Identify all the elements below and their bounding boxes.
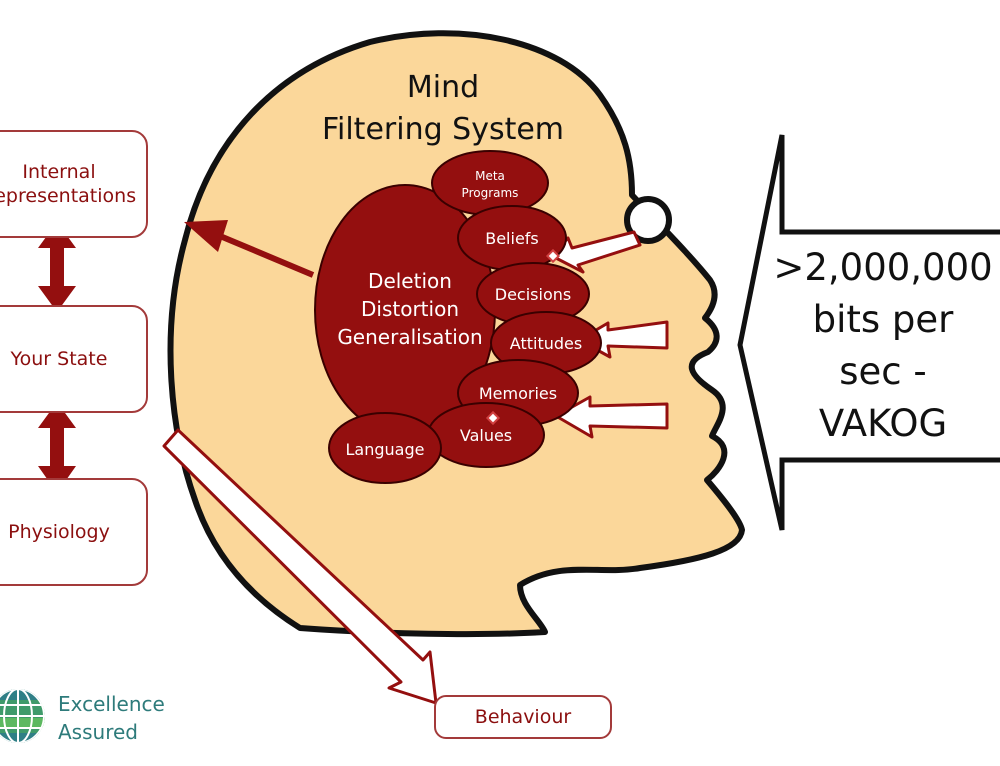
decisions-label: Decisions [495, 285, 571, 304]
diagram-title-line-1: Mind [407, 70, 479, 105]
physiology-box: Physiology [0, 478, 148, 586]
values-label: Values [460, 426, 512, 445]
logo-text-line-1: Excellence [58, 692, 165, 716]
input-stat-line-3: sec - [839, 350, 927, 393]
double-arrow-upper [38, 222, 76, 312]
input-stat-line-4: VAKOG [819, 402, 947, 445]
attitudes-label: Attitudes [510, 334, 582, 353]
behaviour-arrow [162, 428, 438, 705]
beliefs-marker [545, 248, 561, 264]
behaviour-box: Behaviour [434, 695, 612, 739]
your-state-label: Your State [10, 348, 108, 370]
filter-core-label-3: Generalisation [337, 325, 482, 349]
input-stat-line-1: >2,000,000 [773, 246, 992, 289]
logo-text: Excellence Assured [58, 690, 165, 746]
beliefs-label: Beliefs [485, 229, 539, 248]
output-arrow-shaft [218, 233, 315, 278]
internal-representations-label-1: Internal [22, 161, 96, 183]
globe-logo-icon [0, 689, 45, 743]
output-arrow-head [184, 220, 228, 252]
eye [624, 196, 672, 244]
input-stat-line-2: bits per [813, 298, 955, 341]
behaviour-label: Behaviour [474, 706, 572, 728]
values-marker [485, 410, 501, 426]
input-speech-bubble [737, 134, 1000, 531]
language-ellipse [328, 412, 442, 484]
double-arrow-lower [38, 402, 76, 493]
language-label: Language [346, 440, 425, 459]
meta-programs-ellipse [431, 150, 549, 216]
diagram-title-line-2: Filtering System [322, 112, 564, 147]
meta-programs-label-1: Meta [475, 169, 505, 183]
meta-programs-label-2: Programs [462, 186, 519, 200]
filter-core-label-1: Deletion [368, 269, 452, 293]
input-arrow-beliefs [550, 230, 642, 274]
internal-representations-label-2: Representations [0, 185, 137, 207]
input-arrow-memories [554, 395, 669, 439]
filter-core-label-2: Distortion [361, 297, 459, 321]
internal-representations-box: Internal Representations [0, 130, 148, 238]
logo-text-line-2: Assured [58, 720, 138, 744]
your-state-box: Your State [0, 305, 148, 413]
memories-label: Memories [479, 384, 557, 403]
physiology-label: Physiology [8, 521, 110, 543]
